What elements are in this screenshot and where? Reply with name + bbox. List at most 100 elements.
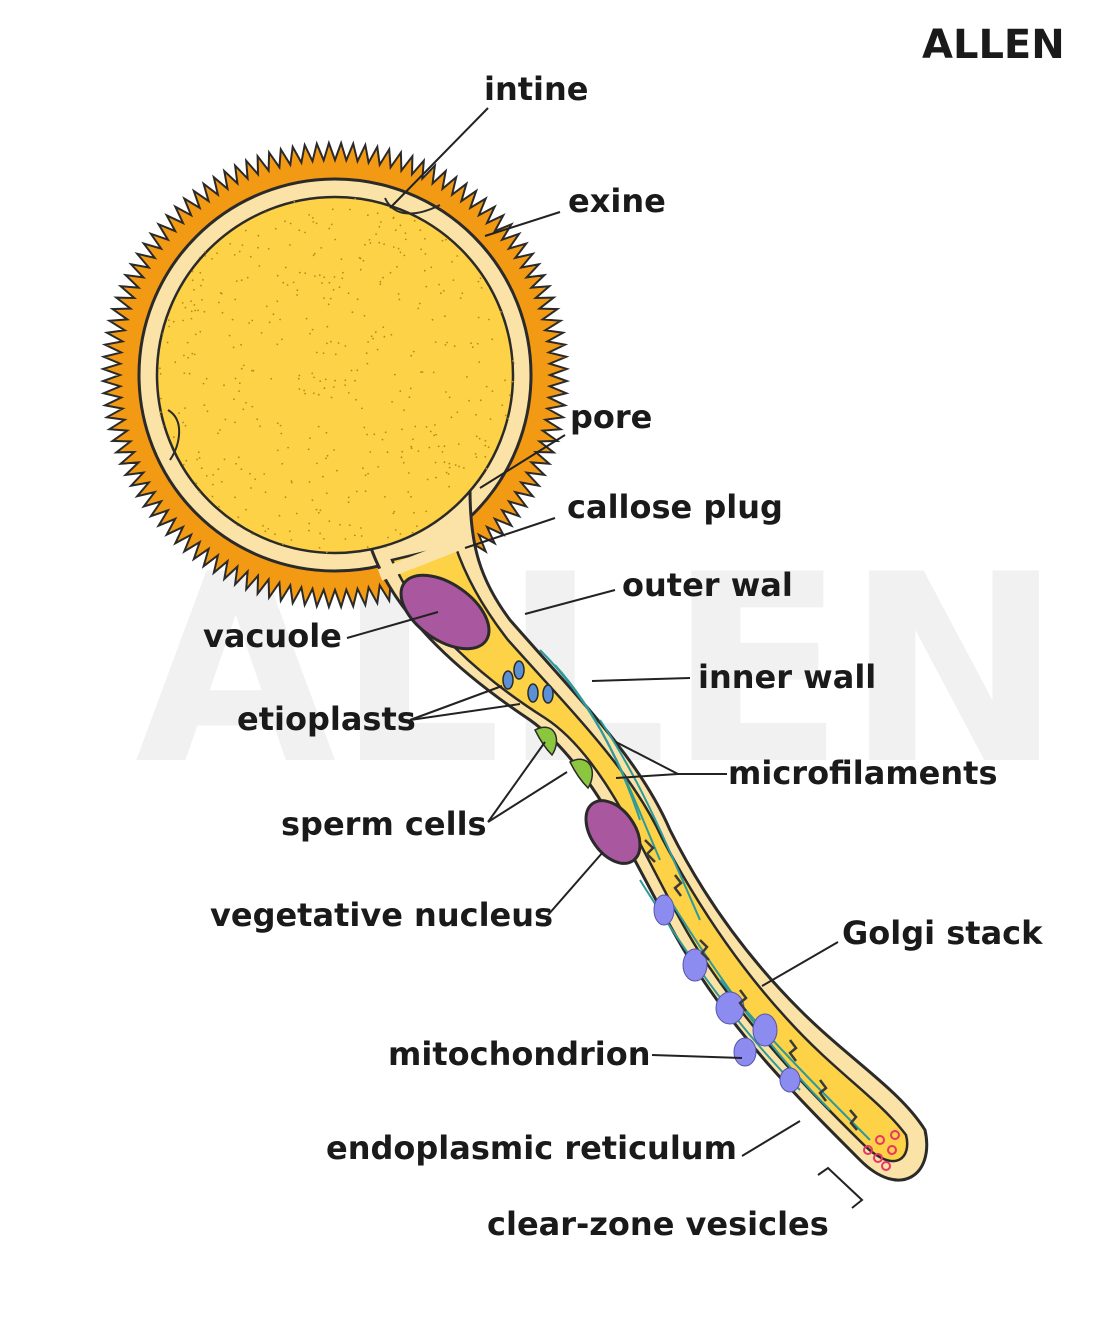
texture-dot bbox=[325, 457, 327, 460]
texture-dot bbox=[223, 384, 225, 387]
texture-dot bbox=[166, 341, 169, 344]
texture-dot bbox=[377, 466, 380, 468]
texture-dot bbox=[237, 516, 240, 518]
texture-dot bbox=[410, 447, 413, 450]
texture-dot bbox=[293, 200, 296, 203]
texture-dot bbox=[332, 386, 335, 388]
texture-dot bbox=[433, 434, 435, 437]
texture-dot bbox=[361, 407, 363, 410]
texture-dot bbox=[168, 319, 170, 322]
texture-dot bbox=[197, 309, 200, 312]
texture-dot bbox=[439, 292, 442, 295]
texture-dot bbox=[356, 298, 359, 301]
texture-dot bbox=[390, 333, 393, 336]
texture-dot bbox=[183, 354, 185, 357]
texture-dot bbox=[330, 223, 333, 226]
texture-dot bbox=[412, 350, 415, 353]
texture-dot bbox=[325, 551, 328, 554]
texture-dot bbox=[373, 433, 376, 436]
texture-dot bbox=[308, 214, 310, 216]
texture-dot bbox=[187, 356, 190, 359]
texture-dot bbox=[485, 385, 488, 388]
texture-dot bbox=[296, 294, 298, 296]
label-etioplasts: etioplasts bbox=[237, 700, 416, 738]
texture-dot bbox=[334, 238, 337, 241]
label-vacuole: vacuole bbox=[203, 617, 342, 655]
texture-dot bbox=[402, 461, 405, 464]
texture-dot bbox=[384, 431, 387, 434]
texture-dot bbox=[319, 532, 321, 535]
texture-dot bbox=[320, 247, 323, 249]
endoplasmic-reticulum bbox=[644, 839, 858, 1131]
label-vegetative-nucleus: vegetative nucleus bbox=[210, 896, 553, 934]
texture-dot bbox=[313, 252, 316, 255]
texture-dot bbox=[407, 491, 410, 493]
texture-dot bbox=[478, 437, 481, 440]
texture-dot bbox=[245, 508, 247, 511]
texture-dot bbox=[468, 399, 470, 402]
texture-dot bbox=[336, 469, 338, 472]
sperm-cells bbox=[533, 726, 593, 790]
texture-dot bbox=[424, 253, 427, 255]
texture-dot bbox=[179, 196, 182, 199]
texture-dot bbox=[376, 212, 379, 215]
texture-dot bbox=[174, 361, 177, 364]
texture-dot bbox=[233, 254, 236, 256]
texture-dot bbox=[311, 499, 314, 502]
label-sperm-cells: sperm cells bbox=[281, 805, 487, 843]
texture-dot bbox=[448, 396, 451, 399]
texture-dot bbox=[316, 462, 318, 465]
texture-dot bbox=[445, 238, 447, 241]
texture-dot bbox=[508, 219, 511, 222]
texture-dot bbox=[319, 380, 322, 382]
texture-dot bbox=[479, 399, 482, 402]
texture-dot bbox=[295, 512, 298, 515]
texture-dot bbox=[233, 398, 235, 401]
leader-lines bbox=[346, 107, 864, 1209]
texture-dot bbox=[312, 254, 315, 257]
texture-dot bbox=[198, 457, 201, 459]
texture-dot bbox=[199, 271, 202, 274]
texture-dot bbox=[282, 543, 284, 546]
texture-dot bbox=[477, 280, 480, 283]
texture-dot bbox=[235, 280, 238, 282]
texture-dot bbox=[372, 337, 374, 340]
texture-dot bbox=[211, 258, 214, 260]
texture-dot bbox=[162, 333, 164, 335]
texture-dot bbox=[471, 346, 474, 349]
texture-dot bbox=[309, 332, 311, 335]
texture-dot bbox=[363, 314, 366, 317]
texture-dot bbox=[488, 318, 490, 321]
texture-dot bbox=[206, 410, 209, 413]
texture-dot bbox=[289, 222, 292, 225]
texture-dot bbox=[392, 512, 395, 515]
texture-dot bbox=[212, 483, 214, 486]
texture-dot bbox=[484, 455, 487, 458]
texture-dot bbox=[448, 462, 451, 465]
texture-dot bbox=[308, 522, 311, 525]
texture-dot bbox=[327, 303, 330, 306]
texture-dot bbox=[338, 286, 341, 289]
texture-dot bbox=[308, 481, 311, 483]
texture-dot bbox=[458, 465, 460, 468]
texture-dot bbox=[308, 529, 310, 532]
texture-dot bbox=[197, 451, 200, 454]
texture-dot bbox=[217, 468, 220, 471]
texture-dot bbox=[514, 195, 515, 197]
texture-dot bbox=[411, 531, 414, 534]
texture-dot bbox=[409, 387, 412, 390]
texture-dot bbox=[364, 243, 366, 246]
texture-dot bbox=[329, 297, 332, 300]
texture-dot bbox=[286, 284, 289, 286]
texture-dot bbox=[423, 269, 426, 272]
texture-dot bbox=[386, 451, 389, 454]
texture-dot bbox=[413, 511, 415, 514]
texture-dot bbox=[274, 227, 277, 230]
texture-dot bbox=[298, 271, 301, 274]
label-pore: pore bbox=[570, 398, 652, 436]
texture-dot bbox=[276, 449, 279, 452]
label-clear-zone-vesicles: clear-zone vesicles bbox=[487, 1205, 829, 1243]
texture-dot bbox=[159, 414, 162, 417]
texture-dot bbox=[444, 344, 447, 346]
